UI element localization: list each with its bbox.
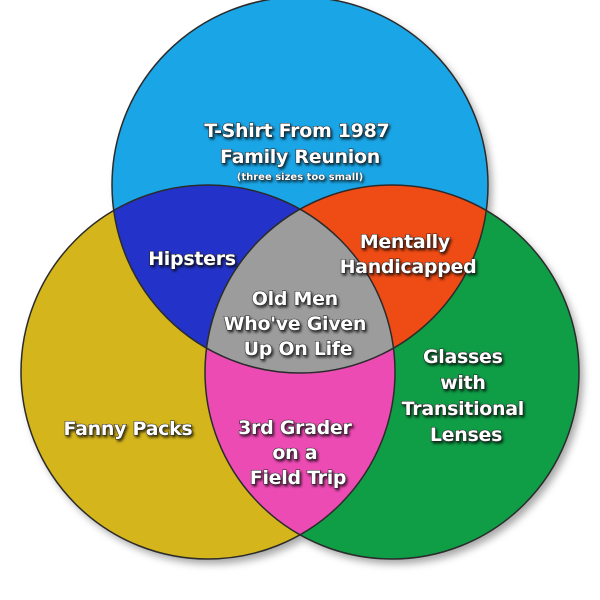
circle-outlines <box>20 0 580 560</box>
label-top: T-Shirt From 1987 Family Reunion <box>204 120 396 168</box>
label-top-note: (three sizes too small) <box>237 172 363 183</box>
label-top-left: Hipsters <box>148 248 236 270</box>
label-left: Fanny Packs <box>64 418 193 440</box>
label-top-right: Mentally Handicapped <box>340 231 477 278</box>
label-top-line: Family Reunion <box>220 146 380 168</box>
label-top-line: T-Shirt From 1987 <box>204 120 389 142</box>
label-right: Glasses with Transitional Lenses <box>402 346 531 446</box>
label-bottom: 3rd Grader on a Field Trip <box>238 417 358 489</box>
label-center: Old Men Who've Given Up On Life <box>224 288 373 360</box>
